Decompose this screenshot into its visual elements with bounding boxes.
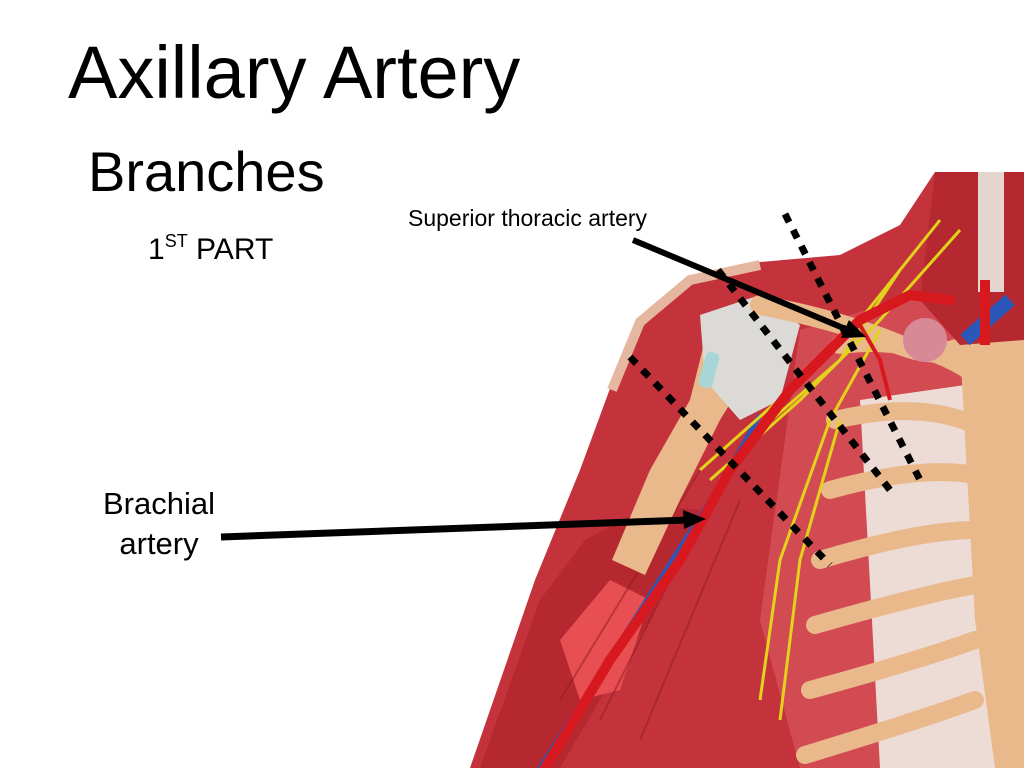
part-number: 1 xyxy=(148,233,165,266)
superior-thoracic-arrow xyxy=(631,237,850,333)
brachial-label-line2: artery xyxy=(119,526,199,561)
sternum-bone xyxy=(960,330,1024,768)
boundary-dotted-lines xyxy=(627,212,924,568)
slide-title: Axillary Artery xyxy=(68,31,521,114)
trachea xyxy=(978,172,1004,292)
dotted-line-lateral xyxy=(627,354,833,568)
brachial-artery-label: Brachial artery xyxy=(96,484,222,564)
slide-subtitle: Branches xyxy=(88,140,325,203)
part-heading: 1ST PART xyxy=(148,232,273,265)
brachial-arrow xyxy=(220,516,689,541)
shoulder-capsule xyxy=(700,295,800,420)
superior-thoracic-branch xyxy=(858,324,892,401)
part-text: PART xyxy=(196,233,274,266)
clavicle-bone xyxy=(750,295,975,363)
shoulder-tendon xyxy=(698,351,720,389)
brachial-label-line1: Brachial xyxy=(103,486,215,521)
dotted-line-medial xyxy=(781,212,924,482)
lung-apex xyxy=(903,318,947,362)
superior-thoracic-arrowhead xyxy=(841,320,866,338)
axillary-artery xyxy=(540,289,955,768)
deltoid-outline xyxy=(607,260,762,392)
superior-thoracic-artery-label: Superior thoracic artery xyxy=(408,205,648,231)
part-superscript: ST xyxy=(164,231,188,251)
forearm-muscle-highlight xyxy=(560,580,650,700)
brachial-arrowhead xyxy=(683,510,706,529)
